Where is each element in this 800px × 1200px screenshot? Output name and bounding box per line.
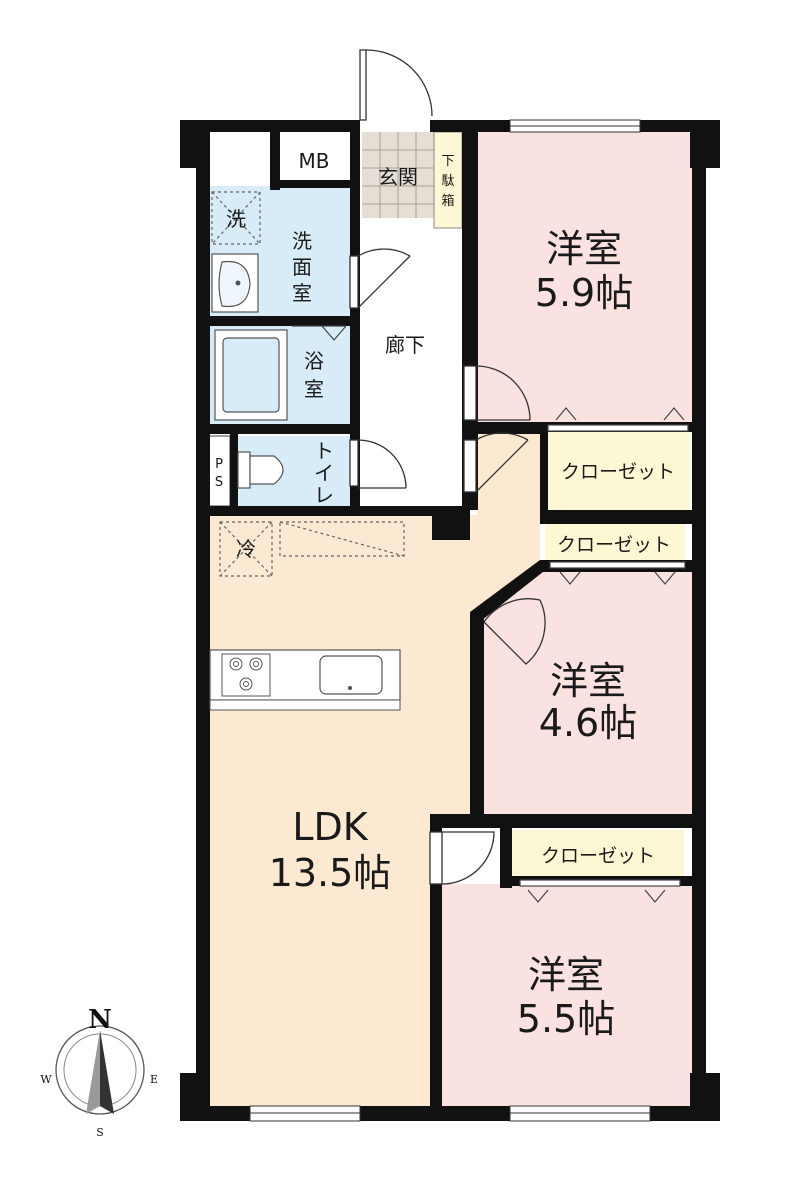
compass-north: N xyxy=(88,1005,112,1035)
compass-south: S xyxy=(96,1126,104,1139)
doors xyxy=(349,49,546,885)
western-room-1-floor xyxy=(478,130,693,422)
washroom-char-2: 面 xyxy=(292,255,312,279)
western-room-3-name: 洋室 xyxy=(528,953,604,997)
western-room-2-size: 4.6帖 xyxy=(539,701,637,745)
shoe-box-char-1: 下 xyxy=(441,154,454,169)
western-room-3-size: 5.5帖 xyxy=(517,997,615,1041)
washroom-char-1: 洗 xyxy=(292,229,312,253)
closet-3 xyxy=(512,830,684,876)
closet-doors xyxy=(519,407,689,903)
fixtures xyxy=(209,191,405,711)
washroom-char-3: 室 xyxy=(292,281,312,305)
corridor-label: 廊下 xyxy=(385,333,425,357)
ldk-size: 13.5帖 xyxy=(269,851,392,895)
toilet-char-2: イ xyxy=(314,461,334,485)
western-room-1-size: 5.9帖 xyxy=(535,271,633,315)
washer-label: 洗 xyxy=(226,207,246,231)
toilet-char-1: ト xyxy=(314,439,334,463)
fridge-label: 冷 xyxy=(236,537,256,561)
compass-west: W xyxy=(40,1073,52,1086)
entrance-tile-grid xyxy=(362,132,434,218)
western-room-2-name: 洋室 xyxy=(550,659,626,703)
ldk-floor xyxy=(210,432,540,1106)
walls xyxy=(180,120,720,1121)
compass-needle-icon xyxy=(86,1030,100,1114)
closet-2-label: クローゼット xyxy=(557,534,671,556)
mb-label: MB xyxy=(299,149,330,173)
ps-char-1: P xyxy=(215,457,223,472)
bathroom-char-1: 浴 xyxy=(304,349,324,373)
compass-east: E xyxy=(150,1073,158,1086)
ldk-name: LDK xyxy=(292,805,368,849)
western-room-3-floor xyxy=(440,884,693,1106)
shoe-box-char-2: 駄 xyxy=(441,174,454,189)
bathroom-char-2: 室 xyxy=(304,377,324,401)
windows xyxy=(249,119,651,1122)
closet-1-label: クローゼット xyxy=(561,461,675,483)
compass: N S W E xyxy=(40,1005,158,1139)
western-room-1-name: 洋室 xyxy=(546,227,622,271)
ps-char-2: S xyxy=(215,475,223,490)
closet-3-label: クローゼット xyxy=(541,845,655,867)
closet-2 xyxy=(545,524,685,562)
shoe-box-char-3: 箱 xyxy=(441,193,454,209)
toilet-char-3: レ xyxy=(314,483,334,507)
entrance-label: 玄関 xyxy=(378,165,418,189)
closet-1 xyxy=(545,432,690,510)
corridor-floor xyxy=(358,220,463,510)
western-room-2-floor xyxy=(484,572,692,814)
